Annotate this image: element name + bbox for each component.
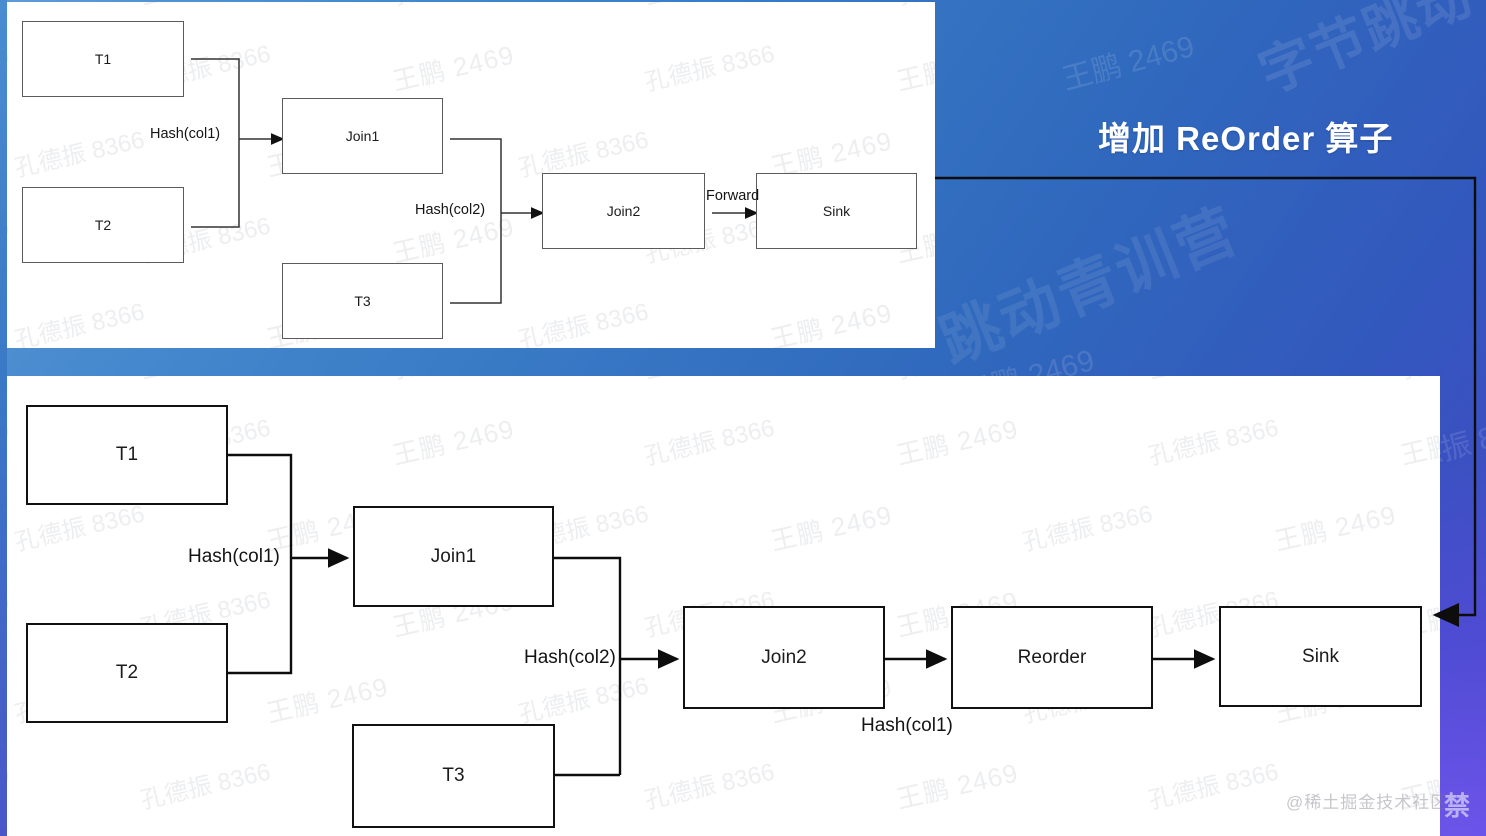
- node-join1: Join1: [353, 506, 554, 607]
- node-sink: Sink: [1219, 606, 1422, 707]
- page-title: 增加 ReOrder 算子: [1098, 120, 1394, 157]
- node-t3: T3: [282, 263, 443, 339]
- edge-label: Hash(col2): [415, 202, 486, 218]
- node-join2: Join2: [683, 606, 885, 709]
- left-edge-strip: [0, 0, 7, 836]
- node-join2: Join2: [542, 173, 705, 249]
- node-t1: T1: [26, 405, 228, 505]
- edge-label: Hash(col1): [861, 715, 953, 736]
- credit-seal-glyph: 禁: [1444, 791, 1471, 821]
- top-diagram-wires: [191, 58, 759, 304]
- edge-label: Forward: [706, 188, 760, 204]
- background-watermark: 字节跳动: [1250, 0, 1482, 105]
- node-t2: T2: [26, 623, 228, 723]
- edge-label: Hash(col2): [524, 647, 616, 668]
- node-t2: T2: [22, 187, 184, 263]
- node-t3: T3: [352, 724, 555, 828]
- background-watermark: 王鹏 2469: [1058, 29, 1198, 97]
- edge-label: Hash(col1): [188, 546, 280, 567]
- node-t1: T1: [22, 21, 184, 97]
- edge-label: Hash(col1): [150, 126, 221, 142]
- bottom-diagram-wires: [228, 453, 1216, 777]
- background-watermark: 跳动青训营: [930, 196, 1248, 377]
- node-reorder: Reorder: [951, 606, 1153, 709]
- node-sink: Sink: [756, 173, 917, 249]
- node-join1: Join1: [282, 98, 443, 174]
